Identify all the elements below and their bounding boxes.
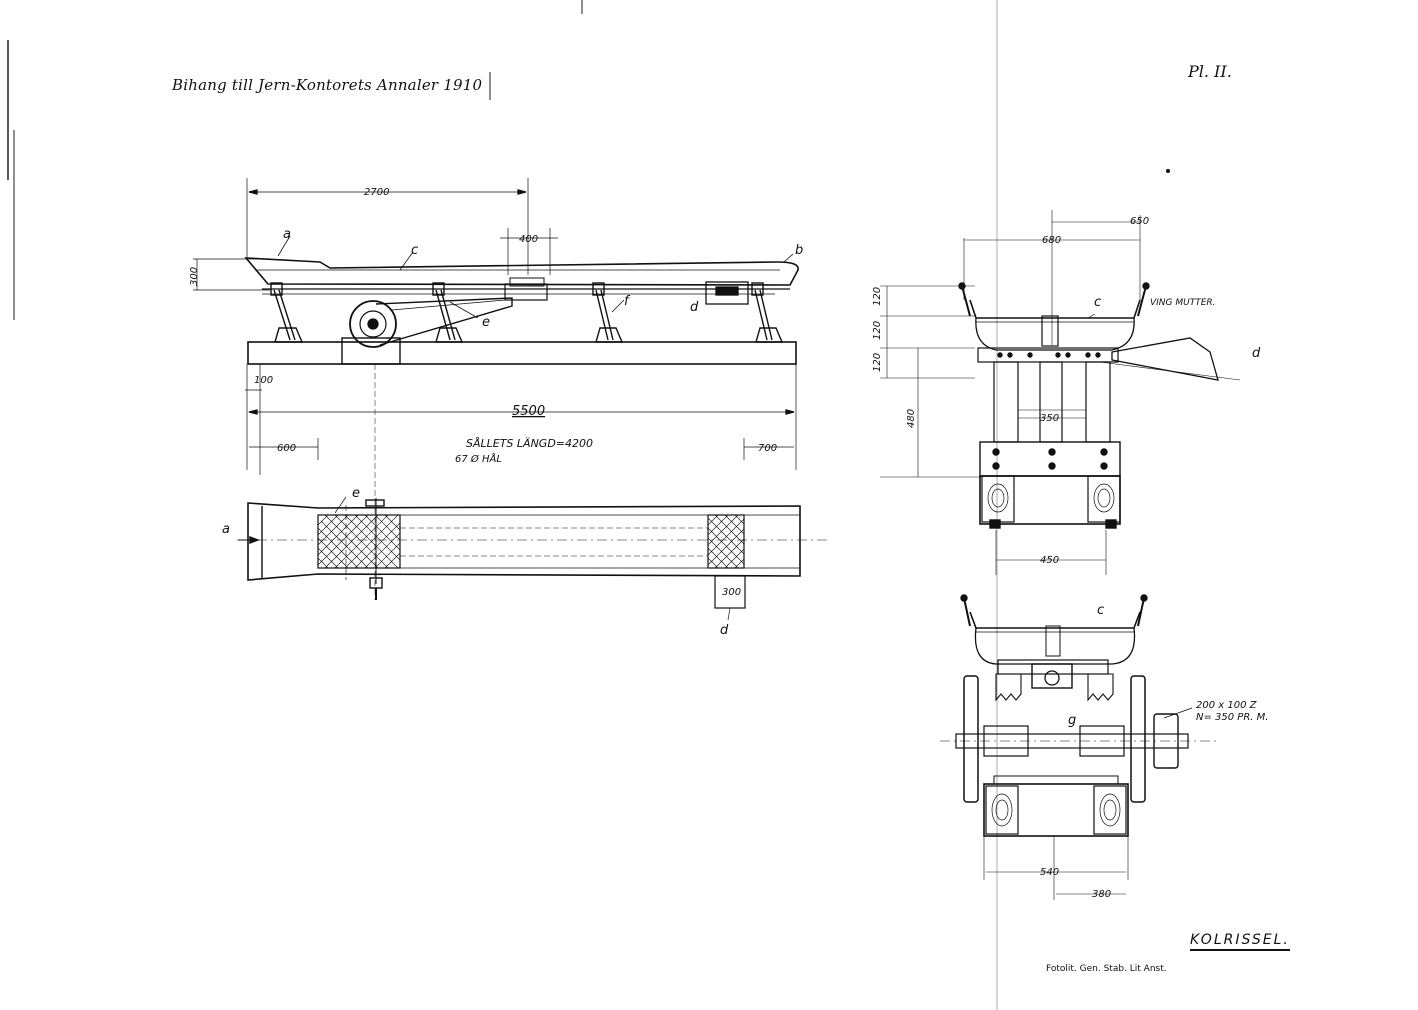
letter-a-plan: a: [222, 522, 230, 537]
plan-view: [237, 496, 830, 621]
dim-650: 650: [1130, 216, 1149, 227]
note-sieve-length: SÅLLETS LÄNGD=4200: [466, 437, 593, 450]
dim-680: 680: [1042, 235, 1061, 246]
side-view-labels: 2700 400 300 100 5500 600 700 SÅLLETS LÄ…: [189, 187, 803, 465]
side-view: [193, 178, 799, 600]
letter-d-plan: d: [720, 623, 729, 638]
printer-credit: Fotolit. Gen. Stab. Lit Anst.: [1046, 964, 1167, 974]
dim-300-plan: 300: [722, 587, 741, 598]
end-view-top: [880, 210, 1241, 575]
plate-number: Pl. II.: [1188, 62, 1232, 81]
letter-e-side: e: [482, 315, 490, 330]
dim-600: 600: [277, 443, 296, 454]
letter-g-end-bottom: g: [1068, 713, 1076, 728]
letter-b-side: b: [795, 243, 803, 258]
drawing-title: KOLRISSEL.: [1190, 932, 1290, 951]
sheet-edges: [7, 0, 998, 1010]
plan-view-labels: a e 300 d: [222, 486, 741, 638]
header-title: Bihang till Jern-Kontorets Annaler 1910: [172, 76, 483, 94]
letter-d-side: d: [690, 300, 699, 315]
letter-c-side: c: [411, 243, 418, 258]
letter-e-plan: e: [352, 486, 360, 501]
dim-100: 100: [254, 375, 273, 386]
letter-c-end-top: c: [1094, 295, 1101, 310]
letter-d-end-top: d: [1252, 346, 1261, 361]
note-hole-size: 67 Ø HÅL: [455, 452, 502, 465]
dim-120-b: 120: [872, 321, 883, 340]
dim-540: 540: [1040, 867, 1059, 878]
dim-380: 380: [1092, 889, 1111, 900]
dim-5500: 5500: [512, 404, 545, 419]
dim-300-side: 300: [189, 267, 200, 286]
label-wing-nut: VING MUTTER.: [1150, 298, 1216, 308]
dim-2700: 2700: [364, 187, 389, 198]
dim-700: 700: [758, 443, 777, 454]
end-view-bottom: [940, 594, 1220, 900]
dim-480: 480: [906, 409, 917, 428]
dim-400: 400: [519, 234, 538, 245]
letter-c-end-bottom: c: [1097, 603, 1104, 618]
ink-dot: [1166, 169, 1170, 173]
letter-a-side: a: [283, 227, 291, 242]
pulley-note-size: 200 x 100 Z: [1196, 700, 1258, 711]
end-view-bottom-labels: c g 200 x 100 Z N= 350 PR. M. 540 380: [1040, 603, 1268, 900]
letter-f-side: f: [624, 294, 631, 309]
dim-120-c: 120: [872, 353, 883, 372]
dim-450: 450: [1040, 555, 1059, 566]
end-view-top-labels: 650 680 120 120 120 480 350 450 VING MUT…: [872, 216, 1261, 566]
pulley-note-speed: N= 350 PR. M.: [1196, 712, 1268, 723]
dim-350-top: 350: [1040, 413, 1059, 424]
dim-120-a: 120: [872, 287, 883, 306]
